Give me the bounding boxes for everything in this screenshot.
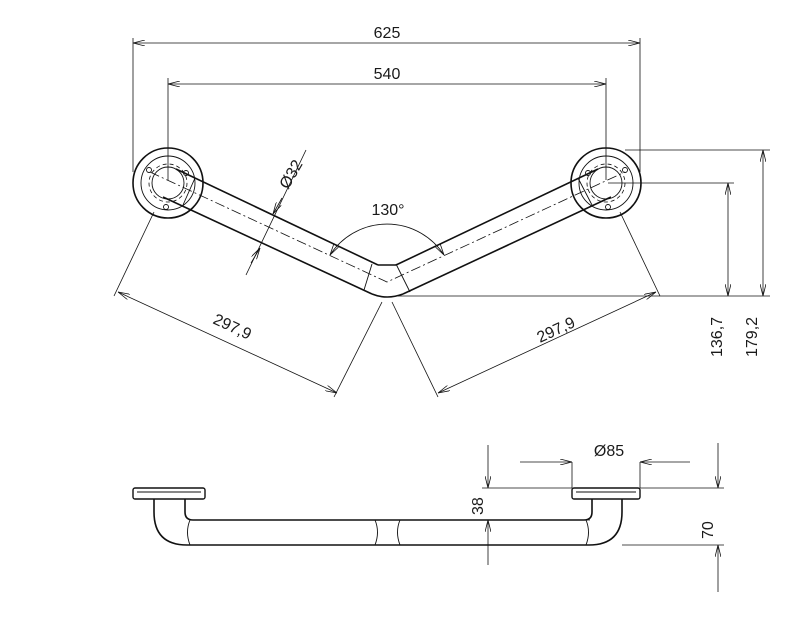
- side-left-flange: [132, 487, 206, 500]
- dimension-leg-right: 297,9: [391, 211, 661, 398]
- flange-to-tube-label: 38: [470, 497, 487, 515]
- dimension-leg-left: 297,9: [113, 211, 383, 398]
- extension-lines-top: [132, 38, 641, 180]
- dimension-flange-diameter: Ø85: [520, 443, 690, 488]
- flange-diameter-label: Ø85: [594, 443, 624, 460]
- tube-diameter-label: Ø32: [277, 157, 307, 192]
- dimension-center-width: 540: [168, 66, 606, 84]
- height-inner-label: 136,7: [709, 317, 726, 357]
- angle-label: 130°: [371, 202, 404, 219]
- leg-right-label: 297,9: [535, 314, 579, 346]
- dimension-angle: 130°: [330, 202, 444, 255]
- overall-width-label: 625: [374, 25, 401, 42]
- leg-left-label: 297,9: [210, 311, 254, 343]
- center-width-label: 540: [374, 66, 401, 83]
- side-right-flange: [571, 487, 641, 500]
- bar-body-top: [149, 168, 626, 298]
- dimension-heights: 136,7 179,2: [398, 149, 770, 357]
- dimension-overall-width: 625: [133, 25, 640, 43]
- dimension-tube-diameter: Ø32: [245, 149, 307, 276]
- side-tube: [153, 499, 623, 546]
- dimension-wall-projection: 70: [622, 443, 724, 592]
- height-outer-label: 179,2: [744, 317, 761, 357]
- dimension-flange-to-tube: 38: [470, 445, 590, 565]
- wall-projection-label: 70: [700, 521, 717, 539]
- side-view: Ø85 38 70: [132, 443, 724, 592]
- top-view: 625 540: [113, 25, 770, 398]
